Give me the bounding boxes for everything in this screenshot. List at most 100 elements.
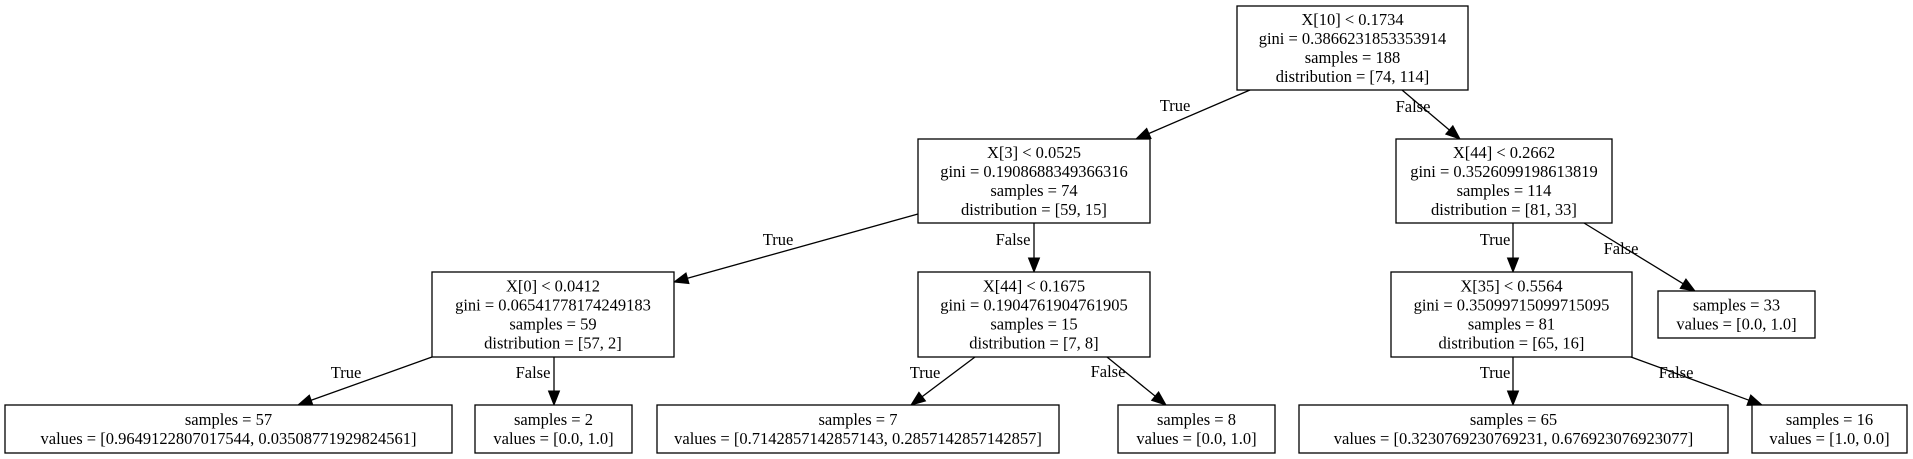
node-text-line: X[3] < 0.0525 [987,143,1081,162]
node-text-line: values = [0.9649122807017544, 0.03508771… [41,429,417,448]
edge-label: True [331,363,362,382]
tree-edge: False [516,357,561,407]
node-text-line: values = [0.7142857142857143, 0.28571428… [674,429,1042,448]
node-text-line: X[0] < 0.0412 [506,277,600,296]
edge-label: False [1091,362,1126,381]
arrowhead-icon [1027,257,1041,274]
arrowhead-icon [1679,278,1697,292]
node-box [431,271,675,358]
node-box [1390,271,1633,358]
edge-line [1583,222,1684,285]
node-text-line: gini = 0.1904761904761905 [940,296,1128,315]
node-text-line: samples = 16 [1786,410,1873,429]
arrowhead-icon [1444,124,1462,140]
node-box [1657,290,1816,339]
arrowhead-icon [909,391,927,406]
node-text-line: X[35] < 0.5564 [1460,277,1562,296]
node-box [917,271,1151,358]
node-text-line: values = [0.0, 1.0] [493,429,613,448]
edge-label: False [1396,97,1431,116]
edge-label: True [1160,96,1191,115]
edge-line [1148,89,1251,135]
tree-edge: False [1630,356,1764,406]
node-text-line: samples = 2 [514,410,593,429]
node-text-line: samples = 8 [1157,410,1236,429]
edge-label: False [1604,239,1639,258]
node-text-line: distribution = [59, 15] [961,200,1107,219]
node-box [4,404,453,454]
node-box [656,404,1060,454]
node-box [1298,404,1729,454]
arrowhead-icon [1506,390,1520,407]
tree-edge: True [909,356,976,406]
tree-edge: True [1134,89,1251,140]
edge-label: True [1480,230,1511,249]
node-text-line: values = [0.0, 1.0] [1676,315,1796,334]
node-text-line: gini = 0.1908688349366316 [940,162,1128,181]
node-text-line: gini = 0.3866231853353914 [1259,29,1447,48]
edge-label: True [910,363,941,382]
edge-line [1106,356,1156,397]
edge-label: False [1659,363,1694,382]
node-text-line: samples = 74 [990,181,1077,200]
edge-line [1401,89,1450,131]
node-text-line: samples = 57 [185,410,272,429]
node-text-line: gini = 0.3526099198613819 [1410,162,1598,181]
tree-edge: False [996,223,1041,274]
arrowhead-icon [672,272,690,285]
arrowhead-icon [296,394,314,406]
node-text-line: X[10] < 0.1734 [1301,10,1403,29]
node-text-line: distribution = [7, 8] [969,334,1098,353]
node-text-line: distribution = [74, 114] [1276,67,1430,86]
arrowhead-icon [1134,127,1152,140]
node-text-line: samples = 59 [509,315,596,334]
tree-edge: False [1396,89,1462,140]
arrowhead-icon [547,390,561,407]
node-text-line: distribution = [81, 33] [1431,200,1577,219]
edge-line [1630,356,1750,401]
edge-line [310,356,433,401]
tree-edge: False [1091,356,1168,406]
tree-edge: True [1480,223,1520,274]
edge-label: False [996,230,1031,249]
node-text-line: samples = 15 [990,315,1077,334]
node-text-line: samples = 33 [1693,296,1780,315]
node-text-line: gini = 0.35099715099715095 [1414,296,1610,315]
node-text-line: distribution = [57, 2] [484,334,622,353]
node-text-line: samples = 114 [1457,181,1552,200]
node-text-line: samples = 81 [1468,315,1555,334]
node-text-line: samples = 7 [819,410,898,429]
node-text-line: values = [1.0, 0.0] [1769,429,1889,448]
node-box [917,138,1151,224]
node-box [474,404,633,454]
node-text-line: gini = 0.06541778174249183 [455,296,651,315]
node-box [1236,5,1469,91]
node-text-line: X[44] < 0.2662 [1453,143,1555,162]
node-text-line: values = [0.3230769230769231, 0.67692307… [1334,429,1693,448]
node-text-line: values = [0.0, 1.0] [1136,429,1256,448]
node-box [1395,138,1613,224]
node-text-line: distribution = [65, 16] [1439,334,1585,353]
arrowhead-icon [1506,257,1520,274]
edge-label: True [1480,363,1511,382]
node-text-line: samples = 65 [1470,410,1557,429]
tree-edge: False [1583,222,1697,292]
tree-edge: True [1480,357,1520,407]
tree-edge: True [296,356,433,406]
